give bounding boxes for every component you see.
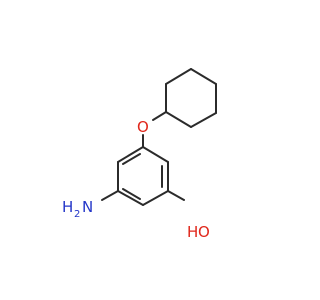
bond-ring-oxygen bbox=[152, 111, 167, 121]
bond bbox=[142, 190, 169, 206]
bond bbox=[117, 146, 144, 163]
double-bond bbox=[122, 153, 141, 165]
amine-h-subscript: 2 bbox=[74, 209, 80, 220]
bond bbox=[142, 146, 169, 163]
amine-n-label: N bbox=[82, 198, 93, 216]
bond bbox=[190, 112, 217, 128]
ether-oxygen-label: O bbox=[137, 118, 149, 136]
hydroxyl-label: H O bbox=[187, 223, 210, 241]
bond bbox=[165, 68, 192, 85]
bond bbox=[190, 68, 217, 85]
cyclohexyl-ring bbox=[165, 68, 217, 128]
double-bond bbox=[122, 188, 141, 200]
bond bbox=[117, 190, 144, 206]
bond bbox=[165, 111, 192, 128]
benzene-ring bbox=[117, 146, 169, 206]
bond-aryl-hydroxyl bbox=[167, 190, 185, 201]
structure-diagram: O H 2 N H O bbox=[62, 68, 217, 241]
bond-aryl-amine bbox=[101, 190, 119, 201]
hydroxyl-h-label: H bbox=[187, 223, 198, 241]
hydroxyl-o-label: O bbox=[198, 223, 210, 241]
molecule-canvas: O H 2 N H O bbox=[62, 68, 217, 241]
amine-label: H 2 N bbox=[62, 198, 93, 220]
amine-h-label: H bbox=[62, 198, 73, 216]
